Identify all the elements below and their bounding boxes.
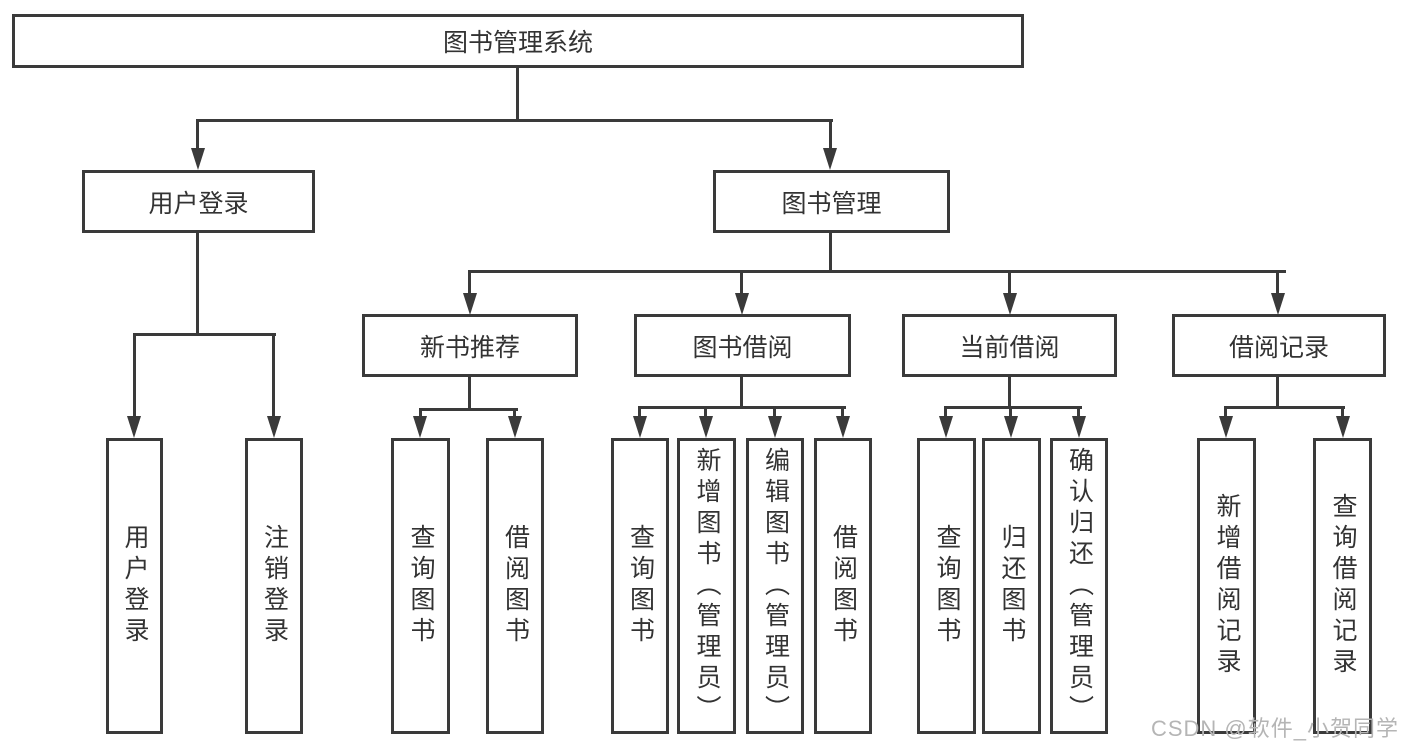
- connector-root-branch: [196, 119, 833, 122]
- connector-leaf-stem: [1077, 406, 1080, 418]
- arrow-down-icon: [1004, 416, 1018, 438]
- csdn-watermark: CSDN @软件_小贺同学: [1150, 716, 1399, 741]
- arrow-down-icon: [768, 416, 782, 438]
- leaf-label: 用户登录: [121, 524, 149, 648]
- leaf-newbooks-borrow: 借阅图书: [486, 438, 544, 734]
- arrow-down-icon: [508, 416, 522, 438]
- node-borrow-records: 借阅记录: [1172, 314, 1386, 377]
- node-root-label: 图书管理系统: [442, 29, 593, 57]
- leaf-label: 新增图书（管理员）: [693, 446, 721, 726]
- connector-to-book-borrow: [740, 270, 743, 294]
- arrow-down-icon: [463, 293, 477, 315]
- connector-bookmgmt-stem: [829, 231, 832, 273]
- node-user-login: 用户登录: [82, 170, 315, 233]
- leaf-borrow-borrow-book: 借阅图书: [814, 438, 872, 734]
- leaf-logout: 注销登录: [245, 438, 303, 734]
- leaf-user-login: 用户登录: [106, 438, 163, 734]
- connector-leaf-stem: [773, 406, 776, 418]
- connector-root-stem: [516, 66, 519, 120]
- arrow-down-icon: [1271, 293, 1285, 315]
- connector-bookborrow-stem: [740, 375, 743, 409]
- arrow-down-icon: [1219, 416, 1233, 438]
- node-book-management-label: 图书管理: [781, 189, 882, 218]
- connector-currentborrow-branch: [944, 406, 1082, 409]
- node-root: 图书管理系统: [12, 14, 1024, 68]
- arrow-down-icon: [191, 148, 205, 170]
- connector-leaf-stem: [841, 406, 844, 418]
- arrow-down-icon: [267, 416, 281, 438]
- leaf-label: 确认归还（管理员）: [1065, 446, 1094, 726]
- connector-userlogin-stem: [196, 231, 199, 335]
- leaf-label: 编辑图书（管理员）: [761, 446, 790, 726]
- arrow-down-icon: [699, 416, 713, 438]
- connector-to-user-login: [196, 119, 199, 152]
- leaf-records-query: 查询借阅记录: [1313, 438, 1372, 734]
- connector-leaf-stem: [944, 406, 947, 418]
- arrow-down-icon: [1336, 416, 1350, 438]
- node-current-borrow-label: 当前借阅: [959, 333, 1060, 362]
- connector-leaf-stem: [1009, 406, 1012, 418]
- connector-borrowrecords-branch: [1224, 406, 1345, 409]
- leaf-borrow-add-book: 新增图书（管理员）: [677, 438, 736, 734]
- connector-currentborrow-stem: [1008, 375, 1011, 409]
- node-user-login-label: 用户登录: [148, 189, 249, 218]
- connector-leaf-stem: [513, 408, 516, 420]
- leaf-current-confirm-return: 确认归还（管理员）: [1050, 438, 1108, 734]
- leaf-current-query: 查询图书: [917, 438, 976, 734]
- arrow-down-icon: [836, 416, 850, 438]
- connector-to-current-borrow: [1008, 270, 1011, 294]
- connector-newbooks-branch: [419, 408, 518, 411]
- node-new-books-label: 新书推荐: [419, 333, 520, 362]
- arrow-down-icon: [1072, 416, 1086, 438]
- connector-leaf-stem: [133, 333, 136, 416]
- connector-leaf-stem: [419, 408, 422, 420]
- leaf-label: 注销登录: [260, 524, 289, 648]
- connector-leaf-stem: [1341, 406, 1344, 418]
- leaf-label: 查询图书: [626, 524, 655, 648]
- connector-leaf-stem: [638, 406, 641, 418]
- connector-leaf-stem: [1224, 406, 1227, 418]
- leaf-borrow-query: 查询图书: [611, 438, 669, 734]
- arrow-down-icon: [823, 148, 837, 170]
- node-new-books: 新书推荐: [362, 314, 578, 377]
- leaf-label: 归还图书: [998, 524, 1026, 648]
- leaf-newbooks-query: 查询图书: [391, 438, 450, 734]
- connector-userlogin-branch: [133, 333, 276, 336]
- leaf-label: 借阅图书: [829, 524, 858, 648]
- connector-bookmgmt-branch: [468, 270, 1286, 273]
- leaf-label: 查询图书: [933, 524, 961, 648]
- node-book-borrow: 图书借阅: [634, 314, 851, 377]
- connector-leaf-stem: [704, 406, 707, 418]
- node-book-borrow-label: 图书借阅: [692, 333, 793, 362]
- leaf-label: 借阅图书: [501, 524, 530, 648]
- arrow-down-icon: [127, 416, 141, 438]
- leaf-label: 新增借阅记录: [1213, 493, 1241, 679]
- connector-bookborrow-branch: [638, 406, 846, 409]
- leaf-records-add: 新增借阅记录: [1197, 438, 1256, 734]
- leaf-label: 查询借阅记录: [1329, 493, 1357, 679]
- arrow-down-icon: [1003, 293, 1017, 315]
- connector-leaf-stem: [272, 333, 275, 416]
- node-book-management: 图书管理: [713, 170, 950, 233]
- connector-newbooks-stem: [468, 375, 471, 411]
- connector-to-new-books: [468, 270, 471, 294]
- leaf-current-return: 归还图书: [982, 438, 1041, 734]
- connector-to-borrow-records: [1276, 270, 1279, 294]
- arrow-down-icon: [735, 293, 749, 315]
- arrow-down-icon: [939, 416, 953, 438]
- leaf-label: 查询图书: [407, 524, 435, 648]
- connector-borrowrecords-stem: [1276, 375, 1279, 409]
- node-borrow-records-label: 借阅记录: [1228, 333, 1329, 362]
- arrow-down-icon: [413, 416, 427, 438]
- arrow-down-icon: [633, 416, 647, 438]
- connector-to-book-mgmt: [829, 119, 832, 152]
- leaf-borrow-edit-book: 编辑图书（管理员）: [746, 438, 804, 734]
- node-current-borrow: 当前借阅: [902, 314, 1117, 377]
